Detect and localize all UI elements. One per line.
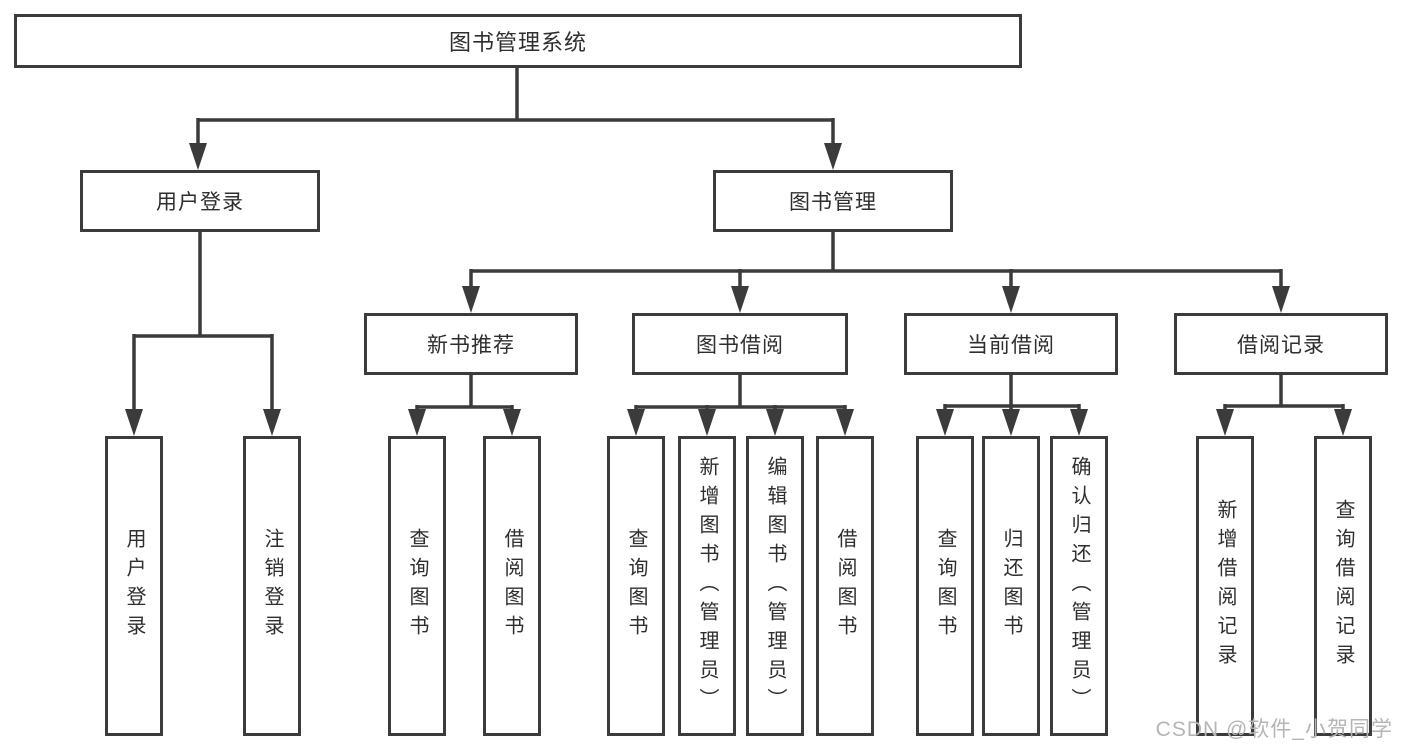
leaf-newrec-query-books: 查询图书: [388, 436, 446, 736]
node-new-book-recommend-label: 新书推荐: [427, 334, 515, 357]
connector-root-to-level2: [189, 66, 842, 170]
node-borrow-records-label: 借阅记录: [1237, 334, 1325, 357]
connector-new-book-recommend-to-leaves: [408, 373, 521, 436]
leaf-borrowing-add-books: 新增图书（管理员）: [678, 436, 736, 736]
leaf-newrec-borrow-books: 借阅图书: [483, 436, 541, 736]
leaf-newrec-borrow-books-label: 借阅图书: [501, 528, 523, 644]
leaf-user-login: 用户登录: [105, 436, 163, 736]
connector-book-borrowing-to-leaves: [627, 373, 854, 436]
leaf-borrowing-borrow-books-label: 借阅图书: [834, 528, 856, 644]
node-book-borrowing-label: 图书借阅: [696, 334, 784, 357]
connector-user-login-to-leaves: [125, 230, 281, 436]
csdn-watermark: CSDN @软件_小贺同学: [1155, 718, 1393, 741]
leaf-newrec-query-books-label: 查询图书: [406, 528, 428, 644]
leaf-borrowing-add-books-label: 新增图书（管理员）: [696, 455, 718, 717]
node-root-label: 图书管理系统: [448, 30, 587, 55]
connector-current-borrowing-to-leaves: [936, 373, 1088, 436]
leaf-user-login-label: 用户登录: [123, 528, 145, 644]
node-book-management-label: 图书管理: [789, 191, 877, 214]
leaf-current-confirm-return-label: 确认归还（管理员）: [1068, 455, 1090, 717]
leaf-logout-label: 注销登录: [261, 528, 283, 644]
leaf-borrowing-edit-books-label: 编辑图书（管理员）: [764, 455, 786, 717]
leaf-current-confirm-return: 确认归还（管理员）: [1050, 436, 1108, 736]
node-borrow-records: 借阅记录: [1174, 313, 1388, 375]
leaf-borrowing-edit-books: 编辑图书（管理员）: [746, 436, 804, 736]
leaf-records-add-record-label: 新增借阅记录: [1214, 499, 1236, 673]
leaf-borrowing-query-books: 查询图书: [607, 436, 665, 736]
leaf-current-query-books: 查询图书: [916, 436, 974, 736]
node-book-borrowing: 图书借阅: [632, 313, 848, 375]
leaf-current-query-books-label: 查询图书: [934, 528, 956, 644]
leaf-records-query-record: 查询借阅记录: [1314, 436, 1372, 736]
leaf-records-add-record: 新增借阅记录: [1196, 436, 1254, 736]
node-root: 图书管理系统: [14, 14, 1022, 68]
leaf-borrowing-query-books-label: 查询图书: [625, 528, 647, 644]
leaf-borrowing-borrow-books: 借阅图书: [816, 436, 874, 736]
connector-book-management-to-level3: [462, 230, 1290, 313]
leaf-logout: 注销登录: [243, 436, 301, 736]
node-user-login: 用户登录: [80, 170, 320, 232]
node-current-borrowing-label: 当前借阅: [967, 334, 1055, 357]
node-book-management: 图书管理: [713, 170, 953, 232]
leaf-records-query-record-label: 查询借阅记录: [1332, 499, 1354, 673]
node-new-book-recommend: 新书推荐: [364, 313, 578, 375]
connector-borrow-records-to-leaves: [1216, 373, 1352, 436]
leaf-current-return-books: 归还图书: [982, 436, 1040, 736]
leaf-current-return-books-label: 归还图书: [1000, 528, 1022, 644]
node-current-borrowing: 当前借阅: [904, 313, 1118, 375]
node-user-login-label: 用户登录: [156, 191, 244, 214]
